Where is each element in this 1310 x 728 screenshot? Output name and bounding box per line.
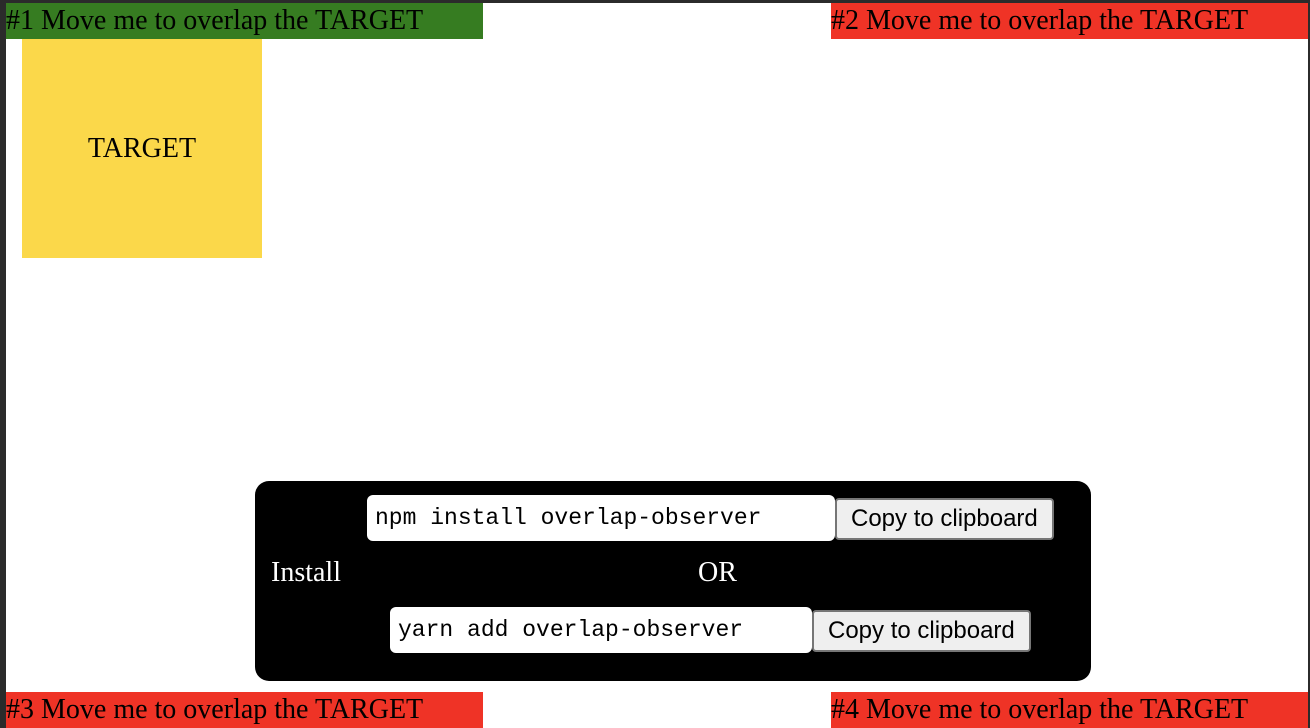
target-label: TARGET (87, 132, 197, 164)
yarn-command-field[interactable]: yarn add overlap-observer (390, 607, 812, 653)
npm-command-field[interactable]: npm install overlap-observer (367, 495, 835, 541)
draggable-3[interactable]: #3 Move me to overlap the TARGET (6, 692, 483, 728)
draggable-4[interactable]: #4 Move me to overlap the TARGET (831, 692, 1308, 728)
copy-yarn-button[interactable]: Copy to clipboard (812, 610, 1031, 652)
install-label: Install (271, 557, 341, 588)
draggable-1[interactable]: #1 Move me to overlap the TARGET (6, 3, 483, 39)
target-box: TARGET (22, 39, 262, 258)
or-separator: OR (698, 557, 737, 588)
page: TARGET Install npm install overlap-obser… (6, 3, 1308, 728)
copy-npm-button[interactable]: Copy to clipboard (835, 498, 1054, 540)
install-panel: Install npm install overlap-observer Cop… (255, 481, 1091, 681)
draggable-2[interactable]: #2 Move me to overlap the TARGET (831, 3, 1308, 39)
